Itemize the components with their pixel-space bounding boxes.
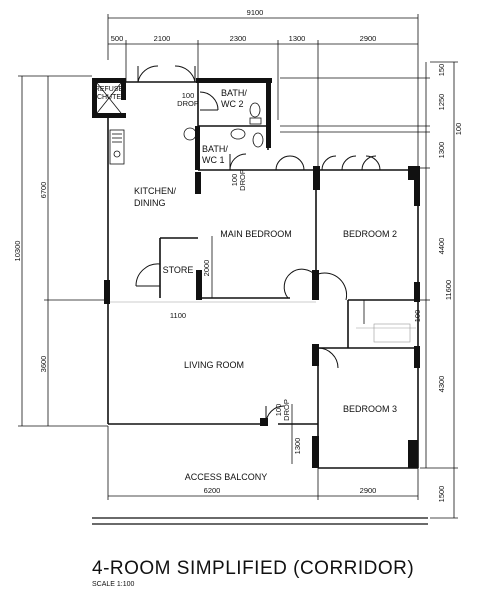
dim-internal-1100: 1100	[170, 311, 186, 320]
bottom-dimension-lines	[107, 426, 419, 500]
label-living-room: LIVING ROOM	[184, 360, 244, 370]
dim-internal-1300: 1300	[293, 438, 302, 455]
left-dimension-lines	[18, 75, 108, 427]
dim-right-7: 1500	[437, 486, 446, 503]
label-main-bedroom: MAIN BEDROOM	[220, 229, 292, 239]
dim-top-3: 2300	[230, 34, 247, 43]
dim-internal-100: 100	[413, 310, 422, 323]
dim-right-total: 11600	[444, 280, 453, 300]
label-drop3-2: DROP	[282, 399, 291, 421]
dim-top-2: 2100	[154, 34, 171, 43]
label-drop1-1: 100	[182, 91, 195, 100]
dim-top-4: 1300	[289, 34, 306, 43]
plan-title: 4-ROOM SIMPLIFIED (CORRIDOR)	[92, 558, 415, 579]
refuse-chute	[96, 82, 122, 114]
label-bedroom2: BEDROOM 2	[343, 229, 397, 239]
label-refuse-chute-2: CHUTE	[97, 94, 121, 101]
top-dimension-lines	[107, 14, 419, 170]
label-drop2-2: DROP	[238, 169, 247, 191]
doors	[135, 65, 381, 425]
dim-left-1: 6700	[39, 182, 48, 199]
label-refuse-chute-1: REFUSE	[95, 86, 124, 93]
dim-right-5: 4400	[437, 238, 446, 255]
thick-walls	[92, 78, 420, 468]
label-bath-wc1-1: BATH/	[202, 144, 228, 154]
label-drop3-1: 100	[274, 404, 283, 417]
dim-top-total: 9100	[247, 8, 264, 17]
dim-internal-2000: 2000	[202, 260, 211, 277]
label-bath-wc1-2: WC 1	[202, 155, 225, 165]
plan-scale: SCALE 1:100	[92, 581, 135, 588]
dim-bottom-1: 6200	[204, 486, 221, 495]
dim-right-4: 1300	[437, 142, 446, 159]
label-drop1-2: DROP	[177, 99, 199, 108]
right-dimension-lines	[280, 61, 458, 519]
label-bedroom3: BEDROOM 3	[343, 404, 397, 414]
corridor-lines	[92, 517, 428, 525]
dim-top-1: 500	[111, 34, 124, 43]
dim-bottom-2: 2900	[360, 486, 377, 495]
dim-right-6: 4300	[437, 376, 446, 393]
label-store: STORE	[163, 265, 194, 275]
dim-right-3: 100	[454, 123, 463, 136]
dim-top-5: 2900	[360, 34, 377, 43]
label-bath-wc2-2: WC 2	[221, 99, 244, 109]
dim-right-2: 1250	[437, 94, 446, 111]
label-bath-wc2-1: BATH/	[221, 88, 247, 98]
label-drop2-1: 100	[230, 174, 239, 187]
label-kitchen-2: DINING	[134, 198, 166, 208]
kitchen-counter	[109, 129, 125, 165]
dim-right-1: 150	[437, 64, 446, 77]
living-window	[110, 301, 416, 343]
dim-left-2: 3600	[39, 356, 48, 373]
internal-dims	[211, 236, 365, 464]
dim-left-total: 10300	[13, 241, 22, 262]
label-access-balcony: ACCESS BALCONY	[185, 472, 268, 482]
label-kitchen-1: KITCHEN/	[134, 186, 177, 196]
bath-fixtures	[183, 102, 264, 148]
